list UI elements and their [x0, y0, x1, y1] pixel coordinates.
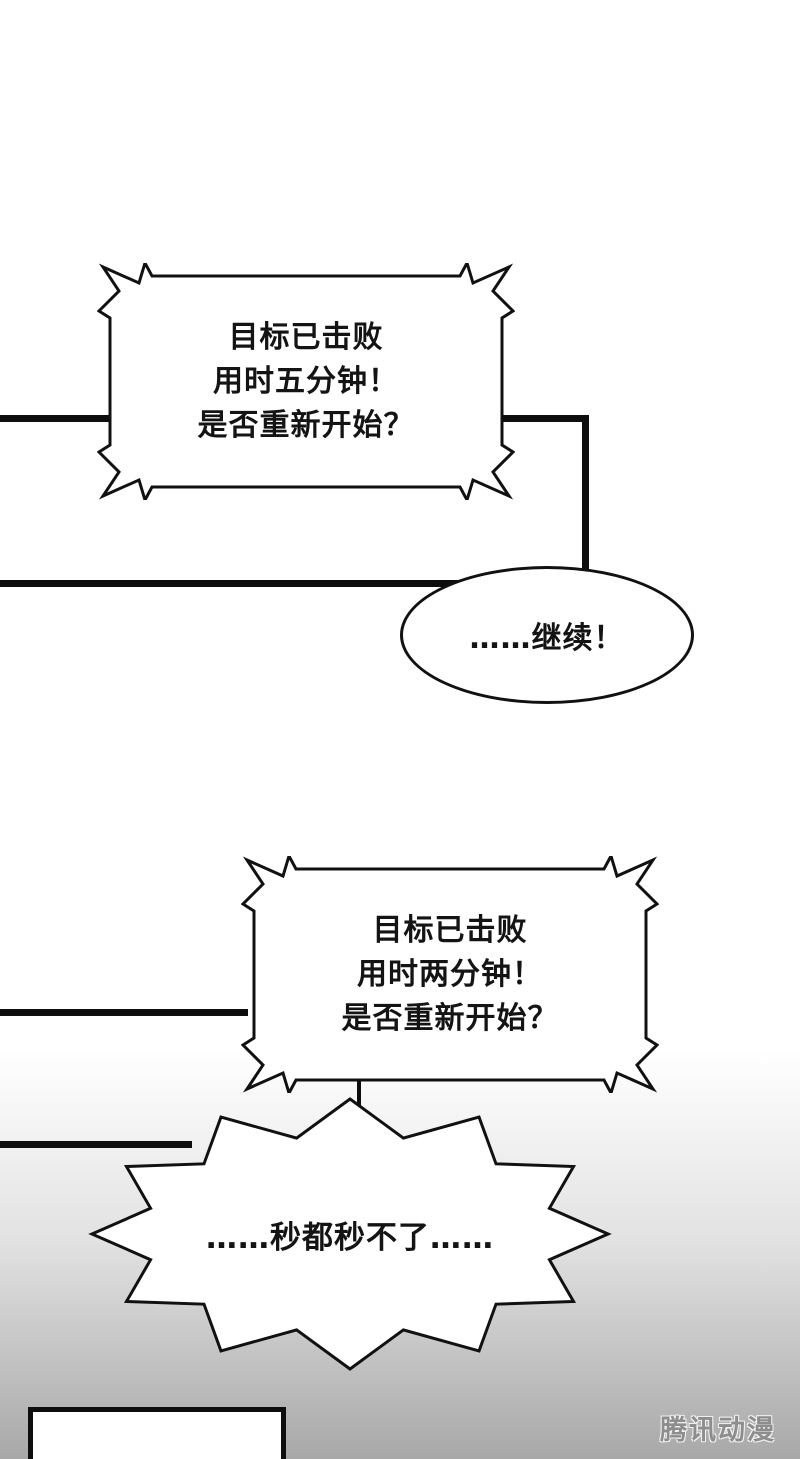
watermark-logo: 腾讯动漫 — [660, 1415, 776, 1446]
system-dialog-bubble-2: 目标已击败 用时两分钟！ 是否重新开始？ — [241, 856, 659, 1093]
dialog-line: 是否重新开始？ — [197, 407, 415, 443]
burst-speech-bubble: ……秒都秒不了…… — [82, 1092, 618, 1376]
bubble-tail-line — [357, 1072, 361, 1108]
dialog-line: 目标已击败 — [228, 319, 384, 355]
burst-speech-text: ……秒都秒不了…… — [206, 1219, 494, 1256]
panel-border-right — [582, 415, 589, 587]
bottom-panel-box — [28, 1407, 286, 1459]
dialog-line: 是否重新开始？ — [341, 1000, 559, 1036]
dialog-line: 用时五分钟！ — [213, 363, 399, 399]
panel-border-bottom — [0, 580, 589, 587]
system-dialog-text-2: 目标已击败 用时两分钟！ 是否重新开始？ — [241, 856, 659, 1093]
speech-bubble-reply-1: ……继续！ — [400, 566, 694, 704]
system-dialog-text-1: 目标已击败 用时五分钟！ 是否重新开始？ — [97, 263, 515, 500]
panel-border-second-bottom — [0, 1141, 192, 1148]
dialog-line: 用时两分钟！ — [357, 956, 543, 992]
panel-border-second-top — [0, 1009, 248, 1016]
jagged-rect-shape — [97, 263, 515, 500]
dialog-line: 目标已击败 — [372, 912, 528, 948]
jagged-rect-shape — [241, 856, 659, 1093]
speech-text: ……继续！ — [469, 621, 625, 656]
burst-shape — [88, 1097, 612, 1371]
system-dialog-bubble-1: 目标已击败 用时五分钟！ 是否重新开始？ — [97, 263, 515, 500]
